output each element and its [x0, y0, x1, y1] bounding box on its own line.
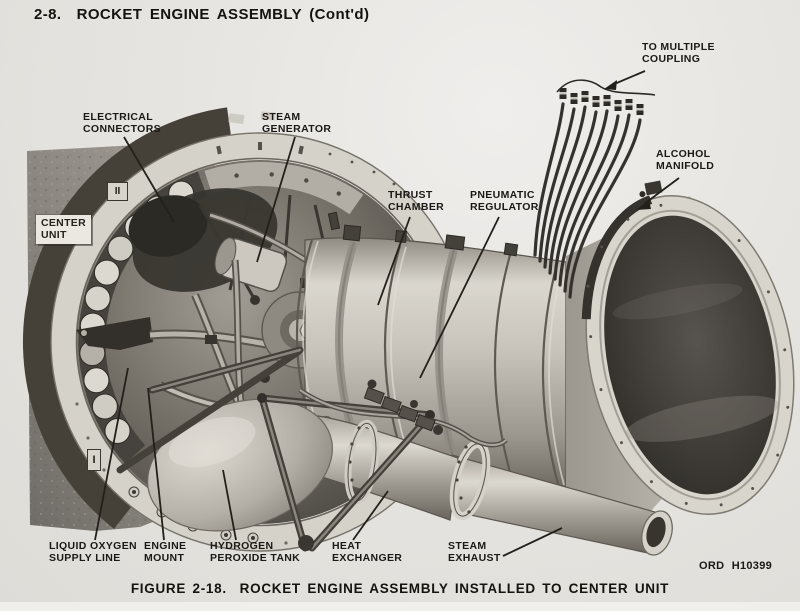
callout-line: STEAM	[448, 540, 487, 552]
leader-lines	[94, 70, 680, 557]
nozzle-rivets	[586, 203, 790, 507]
callout-line: LIQUID OXYGEN	[49, 540, 137, 552]
callout-line: CONNECTORS	[83, 122, 161, 135]
callout-line: ENGINE	[144, 540, 187, 552]
leader-steam-exhaust	[502, 527, 563, 557]
leader-engine-mount	[147, 387, 165, 541]
callout-line: EXCHANGER	[332, 551, 403, 564]
arrow-to-multiple-coupling	[604, 70, 646, 90]
callout-line: ELECTRICAL	[83, 111, 153, 123]
leader-thrust-chamber	[377, 216, 411, 306]
callout-line: THRUST	[388, 189, 433, 201]
callout-line: HYDROGEN	[210, 540, 274, 552]
leader-electrical-connectors	[123, 136, 175, 223]
chamber-top-fittings	[327, 211, 519, 257]
tag-line: CENTER	[41, 217, 86, 229]
callout-line: REGULATOR	[470, 200, 539, 213]
callout-line: STEAM	[262, 111, 301, 123]
section-header: 2-8. ROCKET ENGINE ASSEMBLY (Cont'd)	[34, 6, 370, 23]
rim-slots	[216, 142, 396, 186]
arrow-alcohol-manifold	[636, 177, 680, 210]
ord-number: ORD H10399	[699, 560, 773, 572]
figure-caption: FIGURE 2-18. ROCKET ENGINE ASSEMBLY INST…	[130, 581, 670, 596]
callout-line: TO MULTIPLE	[642, 41, 715, 53]
callout-line: PEROXIDE TANK	[210, 551, 301, 564]
leader-hydrogen-peroxide	[222, 469, 237, 541]
pneumatic-regulator-shape	[363, 379, 443, 435]
callout-line: CHAMBER	[388, 200, 445, 213]
callout-line: PNEUMATIC	[470, 189, 535, 201]
center-unit-wall-band	[22, 107, 232, 529]
tag-line: UNIT	[41, 228, 67, 241]
leader-liquid-oxygen	[94, 367, 129, 541]
left-bracket	[76, 317, 153, 350]
callout-line: GENERATOR	[262, 122, 332, 135]
callout-line: MOUNT	[144, 551, 185, 564]
callout-line: EXHAUST	[448, 551, 501, 564]
leader-steam-generator	[256, 136, 296, 263]
leader-heat-exchanger	[352, 490, 389, 541]
station-marker-II: II	[107, 182, 128, 201]
callout-line: HEAT	[332, 540, 362, 552]
cable-bundle	[533, 79, 656, 299]
callout-line: COUPLING	[642, 52, 701, 65]
page-bottom-edge	[0, 602, 800, 611]
leader-pneumatic-regulator	[419, 216, 500, 379]
coupling-brace	[556, 79, 656, 96]
callout-line: ALCOHOL	[656, 148, 711, 160]
callout-line: MANIFOLD	[656, 159, 715, 172]
engine-mount-struts	[116, 346, 435, 552]
station-marker-I: I	[87, 449, 101, 471]
foreground-machinery	[116, 346, 508, 552]
cable-connector-tips	[559, 88, 644, 115]
callout-line: SUPPLY LINE	[49, 551, 121, 564]
nozzle-shape	[566, 180, 795, 515]
alcohol-manifold-band	[581, 195, 653, 320]
